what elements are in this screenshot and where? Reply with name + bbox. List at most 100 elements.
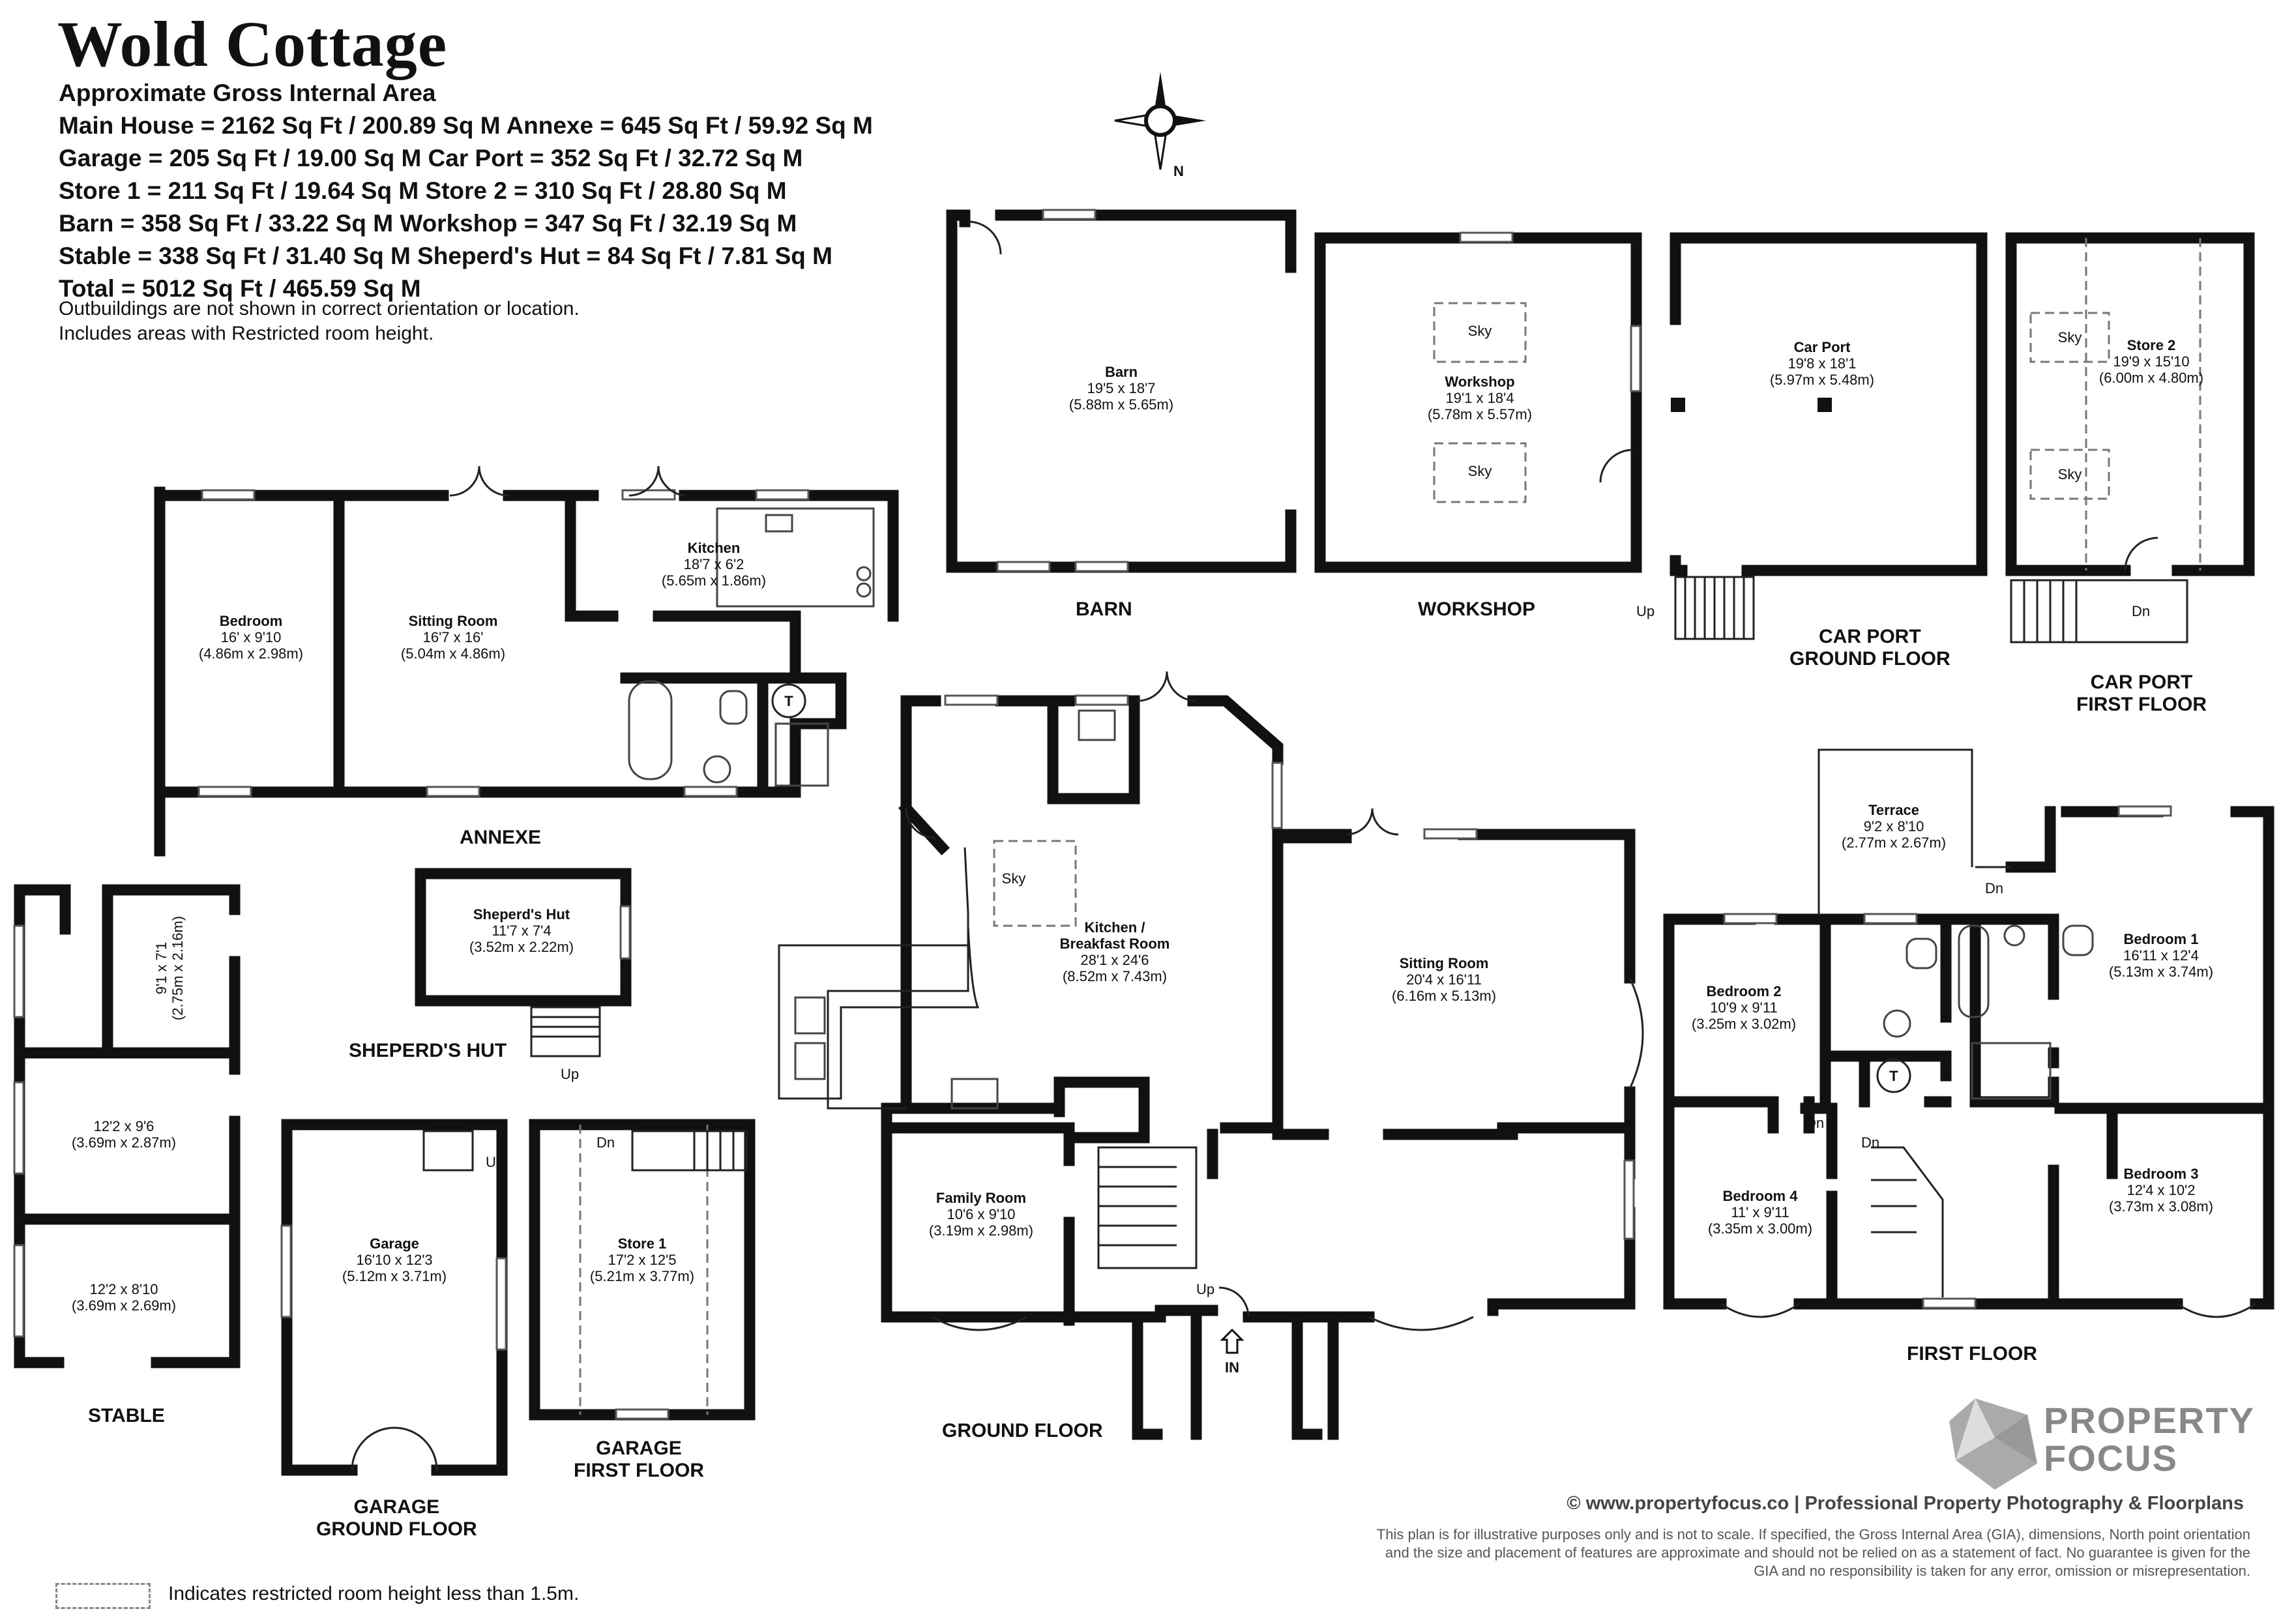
plan-notes: Outbuildings are not shown in correct or…	[59, 297, 580, 346]
room-dimensions-metric: (5.88m x 5.65m)	[1069, 396, 1173, 413]
workshop-plan: Sky Sky Workshop 19'1 x 18'4 (5.78m x 5.…	[1314, 231, 1642, 573]
ground-floor-plan: Up IN Sky Kitchen / Breakfast Room 28'1 …	[778, 671, 1644, 1440]
room-dimensions: 9'1 x 7'1	[153, 942, 169, 995]
stair-up-label: Up	[486, 1154, 504, 1170]
area-line: Barn = 358 Sq Ft / 33.22 Sq M Workshop =…	[59, 210, 797, 237]
stair-up-label: Up	[1636, 603, 1655, 619]
room-dimensions-metric: (5.04m x 4.86m)	[401, 645, 505, 662]
room-dimensions-metric: (3.73m x 3.08m)	[2109, 1198, 2213, 1215]
label-line: CAR PORT	[2090, 672, 2193, 693]
skylight-label: Sky	[2058, 466, 2082, 482]
room-dimensions-metric: (2.75m x 2.16m)	[169, 916, 186, 1020]
label-line: GARAGE	[596, 1438, 682, 1459]
room-name: Family Room	[936, 1190, 1026, 1206]
section-label-annexe: ANNEXE	[460, 827, 542, 848]
area-line: Approximate Gross Internal Area	[59, 80, 436, 106]
section-label-workshop: WORKSHOP	[1418, 598, 1535, 620]
room-dimensions: 12'2 x 9'6	[94, 1118, 155, 1134]
area-line: Main House = 2162 Sq Ft / 200.89 Sq M An…	[59, 112, 873, 139]
tank-label: T	[1889, 1068, 1898, 1084]
room-name: Kitchen	[688, 540, 741, 556]
room-dimensions: 16' x 9'10	[221, 629, 282, 645]
room-dimensions-metric: (4.86m x 2.98m)	[199, 645, 303, 662]
room-dimensions: 18'7 x 6'2	[684, 556, 744, 572]
compass-north-label: N	[1173, 163, 1184, 179]
carport-first-plan: Sky Sky Dn Store 2 19'9 x 15'10 (6.00m x…	[2005, 232, 2255, 643]
room-dimensions: 17'2 x 12'5	[608, 1252, 676, 1268]
area-line: Total = 5012 Sq Ft / 465.59 Sq M	[59, 275, 421, 302]
room-dimensions: 28'1 x 24'6	[1080, 952, 1149, 968]
stair-up-label: Up	[561, 1066, 579, 1082]
room-name: Store 2	[2127, 337, 2176, 353]
area-line: Stable = 338 Sq Ft / 31.40 Sq M Sheperd'…	[59, 243, 832, 269]
room-dimensions: 10'9 x 9'11	[1710, 999, 1777, 1016]
room-name: Garage	[370, 1235, 419, 1252]
property-focus-logo-icon	[1949, 1398, 2037, 1490]
stair-up-label: Up	[1196, 1281, 1214, 1297]
section-label-carport-first: CAR PORT FIRST FLOOR	[2076, 672, 2207, 716]
label-line: FIRST FLOOR	[574, 1460, 704, 1481]
skylight-label: Sky	[2058, 329, 2082, 346]
stair-down-label: Dn	[2132, 603, 2150, 619]
room-name: Terrace	[1868, 802, 1919, 818]
barn-plan: Barn 19'5 x 18'7 (5.88m x 5.65m)	[946, 209, 1297, 573]
stable-plan: 9'1 x 7'1 (2.75m x 2.16m) 12'2 x 9'6 (3.…	[13, 884, 241, 1368]
room-dimensions-metric: (2.77m x 2.67m)	[1842, 834, 1946, 851]
first-floor-plan: T Dn Dn Dn Terrace 9'2 x 8'10 (2.77m x 2…	[1663, 748, 2274, 1318]
section-label-garage-first: GARAGE FIRST FLOOR	[574, 1438, 704, 1482]
room-dimensions-metric: (5.65m x 1.86m)	[662, 572, 766, 589]
room-dimensions-metric: (6.16m x 5.13m)	[1392, 988, 1496, 1004]
skylight-label: Sky	[1002, 870, 1026, 887]
room-dimensions-metric: (3.19m x 2.98m)	[929, 1222, 1033, 1239]
room-dimensions: 16'7 x 16'	[423, 629, 484, 645]
stair-down-label: Dn	[1985, 880, 2003, 896]
room-name: Bedroom 1	[2124, 931, 2199, 947]
room-name: Sitting Room	[1400, 955, 1489, 971]
room-dimensions: 16'10 x 12'3	[356, 1252, 432, 1268]
room-dimensions-metric: (3.25m x 3.02m)	[1692, 1016, 1796, 1032]
page-title: Wold Cottage	[57, 8, 448, 80]
room-name: Bedroom 2	[1707, 983, 1782, 999]
room-name: Store 1	[618, 1235, 667, 1252]
compass-icon: N	[1114, 72, 1206, 179]
room-dimensions: 19'9 x 15'10	[2113, 353, 2189, 370]
logo-text: PROPERTY FOCUS	[2044, 1402, 2255, 1477]
disclaimer: This plan is for illustrative purposes o…	[1376, 1526, 2250, 1579]
section-label-barn: BARN	[1076, 598, 1132, 620]
room-name: Bedroom 3	[2124, 1166, 2199, 1182]
label-line: GARAGE	[353, 1496, 440, 1518]
credit-line: © www.propertyfocus.co | Professional Pr…	[1567, 1493, 2244, 1514]
room-dimensions-metric: (6.00m x 4.80m)	[2099, 370, 2203, 386]
skylight-label: Sky	[1468, 463, 1492, 479]
room-dimensions: 19'1 x 18'4	[1445, 390, 1514, 406]
section-label-carport-ground: CAR PORT GROUND FLOOR	[1789, 626, 1950, 670]
logo-line: PROPERTY	[2044, 1400, 2256, 1441]
label-line: FIRST FLOOR	[2076, 694, 2207, 715]
room-name: Breakfast Room	[1060, 936, 1170, 952]
note-line: Includes areas with Restricted room heig…	[59, 323, 434, 344]
room-dimensions: 19'8 x 18'1	[1788, 355, 1856, 372]
room-dimensions-metric: (5.13m x 3.74m)	[2109, 964, 2213, 980]
area-line: Garage = 205 Sq Ft / 19.00 Sq M Car Port…	[59, 145, 803, 171]
area-summary: Approximate Gross Internal Area Main Hou…	[59, 77, 873, 305]
room-name: Kitchen /	[1085, 919, 1145, 936]
garage-first-plan: Dn Store 1 17'2 x 12'5 (5.21m x 3.77m)	[529, 1119, 756, 1421]
room-name: Bedroom 4	[1723, 1188, 1799, 1204]
stair-down-label: Dn	[596, 1134, 615, 1151]
sheperds-hut-plan: Up Sheperd's Hut 11'7 x 7'4 (3.52m x 2.2…	[415, 868, 632, 1082]
label-line: GROUND FLOOR	[316, 1518, 477, 1540]
restricted-height-legend-swatch	[55, 1583, 151, 1609]
room-dimensions: 12'2 x 8'10	[89, 1281, 158, 1297]
room-name: Car Port	[1794, 339, 1851, 355]
room-dimensions: 16'11 x 12'4	[2123, 947, 2199, 964]
room-dimensions: 10'6 x 9'10	[947, 1206, 1015, 1222]
room-name: Workshop	[1445, 374, 1514, 390]
section-label-garage-ground: GARAGE GROUND FLOOR	[316, 1496, 477, 1541]
room-dimensions: 11'7 x 7'4	[492, 923, 551, 939]
legend-text: Indicates restricted room height less th…	[168, 1583, 580, 1604]
label-line: GROUND FLOOR	[1789, 648, 1950, 670]
room-dimensions-metric: (8.52m x 7.43m)	[1063, 968, 1167, 984]
room-dimensions-metric: (5.78m x 5.57m)	[1428, 406, 1532, 422]
section-label-stable: STABLE	[88, 1405, 165, 1426]
